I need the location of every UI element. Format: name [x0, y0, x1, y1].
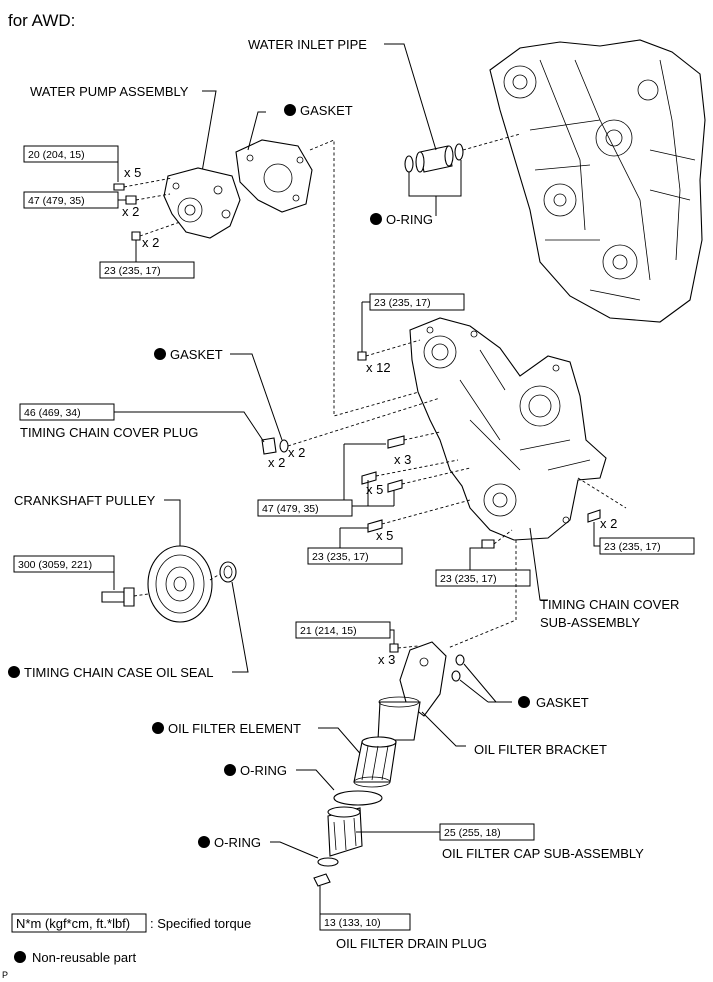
torque-wp-top: 20 (204, 15) — [28, 149, 85, 161]
figure-code: P — [2, 970, 8, 980]
water-pump-gasket-part — [235, 139, 313, 213]
torque-cover-top: 23 (235, 17) — [374, 297, 431, 309]
qty-wp-mid: x 2 — [122, 204, 139, 219]
torque-drain: 13 (133, 10) — [324, 917, 381, 929]
gasket-bracket-label: GASKET — [536, 695, 589, 710]
water-pump-assembly-label: WATER PUMP ASSEMBLY — [30, 84, 189, 99]
oil-filter-cap-part — [327, 806, 363, 857]
qty-wp-top: x 5 — [124, 165, 141, 180]
bracket-gasket-bottom-part — [451, 670, 461, 682]
torque-cover-plug: 46 (469, 34) — [24, 407, 81, 419]
crankshaft-pulley-part — [147, 545, 213, 623]
crankshaft-pulley-label: CRANKSHAFT PULLEY — [14, 493, 156, 508]
pulley-bolt-part — [101, 587, 135, 607]
oil-filter-cap-sub-label: OIL FILTER CAP SUB-ASSEMBLY — [442, 846, 644, 861]
nonreusable-bullet-icon — [224, 764, 236, 776]
timing-chain-case-oil-seal-label: TIMING CHAIN CASE OIL SEAL — [24, 665, 214, 680]
o-ring-inlet-label: O-RING — [386, 212, 433, 227]
qty-wp-bottom: x 2 — [142, 235, 159, 250]
page-title: for AWD: — [8, 11, 75, 30]
o-ring-element-part — [333, 790, 383, 806]
o-ring-cap-label: O-RING — [214, 835, 261, 850]
o-ring-inlet-left-part — [404, 155, 414, 173]
qty-plug: x 2 — [268, 455, 285, 470]
nonreusable-bullet-icon — [284, 104, 296, 116]
torque-bracket: 21 (214, 15) — [300, 625, 357, 637]
gasket-water-pump-label: GASKET — [300, 103, 353, 118]
water-inlet-pipe-label: WATER INLET PIPE — [248, 37, 367, 52]
qty-bracket: x 3 — [378, 652, 395, 667]
water-inlet-pipe-part — [415, 145, 454, 173]
legend-nonreusable: Non-reusable part — [32, 950, 136, 965]
oil-seal-part — [219, 561, 237, 583]
timing-chain-cover-plug-part — [261, 437, 277, 455]
qty-cover-x5b: x 5 — [376, 528, 393, 543]
oil-filter-element-label: OIL FILTER ELEMENT — [168, 721, 301, 736]
torque-cover-23-left: 23 (235, 17) — [312, 551, 369, 563]
oil-filter-bracket-label: OIL FILTER BRACKET — [474, 742, 607, 757]
oil-filter-bracket-part — [377, 641, 447, 741]
timing-chain-cover-sub-label-2: SUB-ASSEMBLY — [540, 615, 641, 630]
gasket-plug-label: GASKET — [170, 347, 223, 362]
torque-wp-mid: 47 (479, 35) — [28, 195, 85, 207]
nonreusable-bullet-icon — [370, 213, 382, 225]
nonreusable-bullet-icon — [14, 951, 26, 963]
timing-chain-cover-part — [409, 317, 607, 541]
qty-gasket-plug: x 2 — [288, 445, 305, 460]
timing-chain-cover-sub-label-1: TIMING CHAIN COVER — [540, 597, 679, 612]
oil-filter-drain-plug-part — [313, 873, 331, 887]
bracket-gasket-top-part — [455, 654, 465, 666]
torque-pulley: 300 (3059, 221) — [18, 559, 92, 571]
torque-cover-23-bottom: 23 (235, 17) — [440, 573, 497, 585]
qty-cover-top: x 12 — [366, 360, 391, 375]
oil-filter-element-part — [353, 736, 397, 788]
nonreusable-bullet-icon — [154, 348, 166, 360]
torque-cap: 25 (255, 18) — [444, 827, 501, 839]
nonreusable-bullet-icon — [518, 696, 530, 708]
qty-cover-x3: x 3 — [394, 452, 411, 467]
torque-cover-47: 47 (479, 35) — [262, 503, 319, 515]
oil-filter-drain-plug-label: OIL FILTER DRAIN PLUG — [336, 936, 487, 951]
nonreusable-bullet-icon — [8, 666, 20, 678]
legend-torque-units: N*m (kgf*cm, ft.*lbf) — [16, 916, 130, 931]
o-ring-inlet-right-part — [454, 143, 464, 161]
torque-wp-bottom: 23 (235, 17) — [104, 265, 161, 277]
timing-chain-cover-plug-label: TIMING CHAIN COVER PLUG — [20, 425, 198, 440]
legend-torque-desc: : Specified torque — [150, 916, 251, 931]
engine-block-illustration — [489, 39, 706, 323]
o-ring-cap-part — [317, 857, 339, 867]
legend-torque-box — [11, 913, 147, 933]
plug-gasket-part — [279, 439, 289, 453]
qty-cover-x2: x 2 — [600, 516, 617, 531]
water-pump-part — [163, 167, 241, 239]
torque-cover-23-right: 23 (235, 17) — [604, 541, 661, 553]
nonreusable-bullet-icon — [152, 722, 164, 734]
o-ring-element-label: O-RING — [240, 763, 287, 778]
qty-cover-x5a: x 5 — [366, 482, 383, 497]
nonreusable-bullet-icon — [198, 836, 210, 848]
